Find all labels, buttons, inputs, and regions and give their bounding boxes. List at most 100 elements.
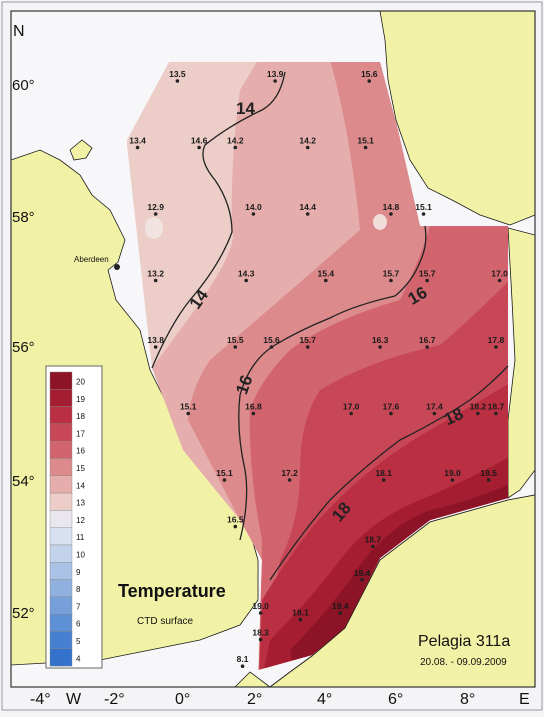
station-marker <box>197 145 201 150</box>
station-marker <box>244 278 248 283</box>
station-value: 18.3 <box>252 628 269 638</box>
station-marker <box>371 544 375 549</box>
legend-value: 4 <box>76 654 81 663</box>
station-marker <box>233 524 238 529</box>
lat-label: 60° <box>12 77 35 94</box>
legend-value: 16 <box>76 447 85 456</box>
station-marker <box>287 478 292 482</box>
legend-value: 15 <box>76 464 85 473</box>
legend-value: 7 <box>76 602 81 611</box>
station-value: 14.6 <box>191 136 208 146</box>
legend-value: 5 <box>76 637 81 646</box>
lat-label: 58° <box>12 209 35 226</box>
lat-label: 54° <box>12 473 35 490</box>
legend-swatch <box>49 423 73 442</box>
station-value: 14.0 <box>245 202 262 212</box>
station-marker <box>389 411 393 416</box>
legend-swatch <box>49 631 73 649</box>
station-value: 14.2 <box>227 136 244 146</box>
lon-label: -4° <box>30 691 51 708</box>
station-value: 15.1 <box>357 136 374 146</box>
city-marker-aberdeen <box>114 264 120 270</box>
station-marker <box>425 345 429 349</box>
station-marker <box>258 637 263 642</box>
legend-swatch <box>49 648 73 667</box>
station-value: 14.4 <box>299 202 316 212</box>
legend-swatch <box>49 614 73 632</box>
station-value: 15.1 <box>180 402 197 412</box>
longitude-labels: -4° W -2° 0° 2° 4° 6° 8° <box>30 691 475 708</box>
station-value: 16.7 <box>419 335 436 345</box>
legend-value: 11 <box>76 533 85 542</box>
station-value: 16.5 <box>227 515 244 525</box>
legend-value: 8 <box>76 585 81 594</box>
station-marker <box>153 278 158 283</box>
legend-swatch <box>49 492 73 511</box>
station-marker <box>349 411 353 416</box>
legend-value: 20 <box>76 377 85 386</box>
station-value: 14.3 <box>238 269 255 279</box>
station-marker <box>135 145 140 150</box>
station-value: 17.0 <box>491 269 508 279</box>
station-value: 18.1 <box>375 468 392 478</box>
legend-swatch <box>49 544 73 563</box>
station-value: 13.2 <box>147 269 164 279</box>
station-marker <box>175 79 180 83</box>
compass-east: E <box>519 691 530 708</box>
station-value: 15.7 <box>299 335 316 345</box>
station-value: 16.3 <box>372 335 389 345</box>
station-marker <box>389 212 393 216</box>
station-value: 18.7 <box>488 402 505 412</box>
station-marker <box>251 212 256 216</box>
station-marker <box>338 611 343 615</box>
station-value: 13.4 <box>129 136 146 146</box>
station-value: 15.7 <box>383 269 400 279</box>
lon-label: 6° <box>388 691 403 708</box>
lat-label: 56° <box>12 339 35 356</box>
station-marker <box>450 478 455 482</box>
station-marker <box>258 611 263 615</box>
station-value: 15.6 <box>361 69 378 79</box>
station-marker <box>425 278 429 283</box>
station-value: 15.5 <box>227 335 244 345</box>
map-border <box>10 10 536 688</box>
legend-value: 19 <box>76 395 85 404</box>
station-marker <box>476 411 480 416</box>
station-marker <box>363 145 368 150</box>
legend-value: 13 <box>76 499 85 508</box>
station-value: 17.0 <box>343 402 360 412</box>
lon-label: -2° <box>104 691 125 708</box>
station-marker <box>494 411 498 416</box>
station-value: 8.1 <box>237 654 249 664</box>
station-value: 18.2 <box>470 402 487 412</box>
station-marker <box>269 345 274 349</box>
lon-label: 4° <box>317 691 332 708</box>
legend-swatch <box>49 510 73 528</box>
station-marker <box>305 345 310 349</box>
map-title: Temperature <box>118 581 226 601</box>
cold-patch <box>145 217 163 239</box>
lat-label: 52° <box>12 605 35 622</box>
lon-label: 0° <box>175 691 190 708</box>
station-value: 19.0 <box>252 601 269 611</box>
station-value: 18.1 <box>292 608 309 618</box>
station-value: 19.5 <box>480 468 497 478</box>
legend-swatch <box>49 596 73 615</box>
station-marker <box>233 345 238 349</box>
station-value: 19.4 <box>332 601 349 611</box>
lon-label: 8° <box>460 691 475 708</box>
isotherm-label: 14 <box>236 99 255 118</box>
legend-swatch <box>49 562 73 580</box>
cruise-dates: 20.08. - 09.09.2009 <box>420 657 507 668</box>
station-marker <box>360 577 364 582</box>
isotherm-18 <box>269 365 509 581</box>
station-value: 19.0 <box>444 468 461 478</box>
legend-swatch <box>49 527 73 546</box>
legend-value: 17 <box>76 429 85 438</box>
station-marker <box>324 278 328 283</box>
